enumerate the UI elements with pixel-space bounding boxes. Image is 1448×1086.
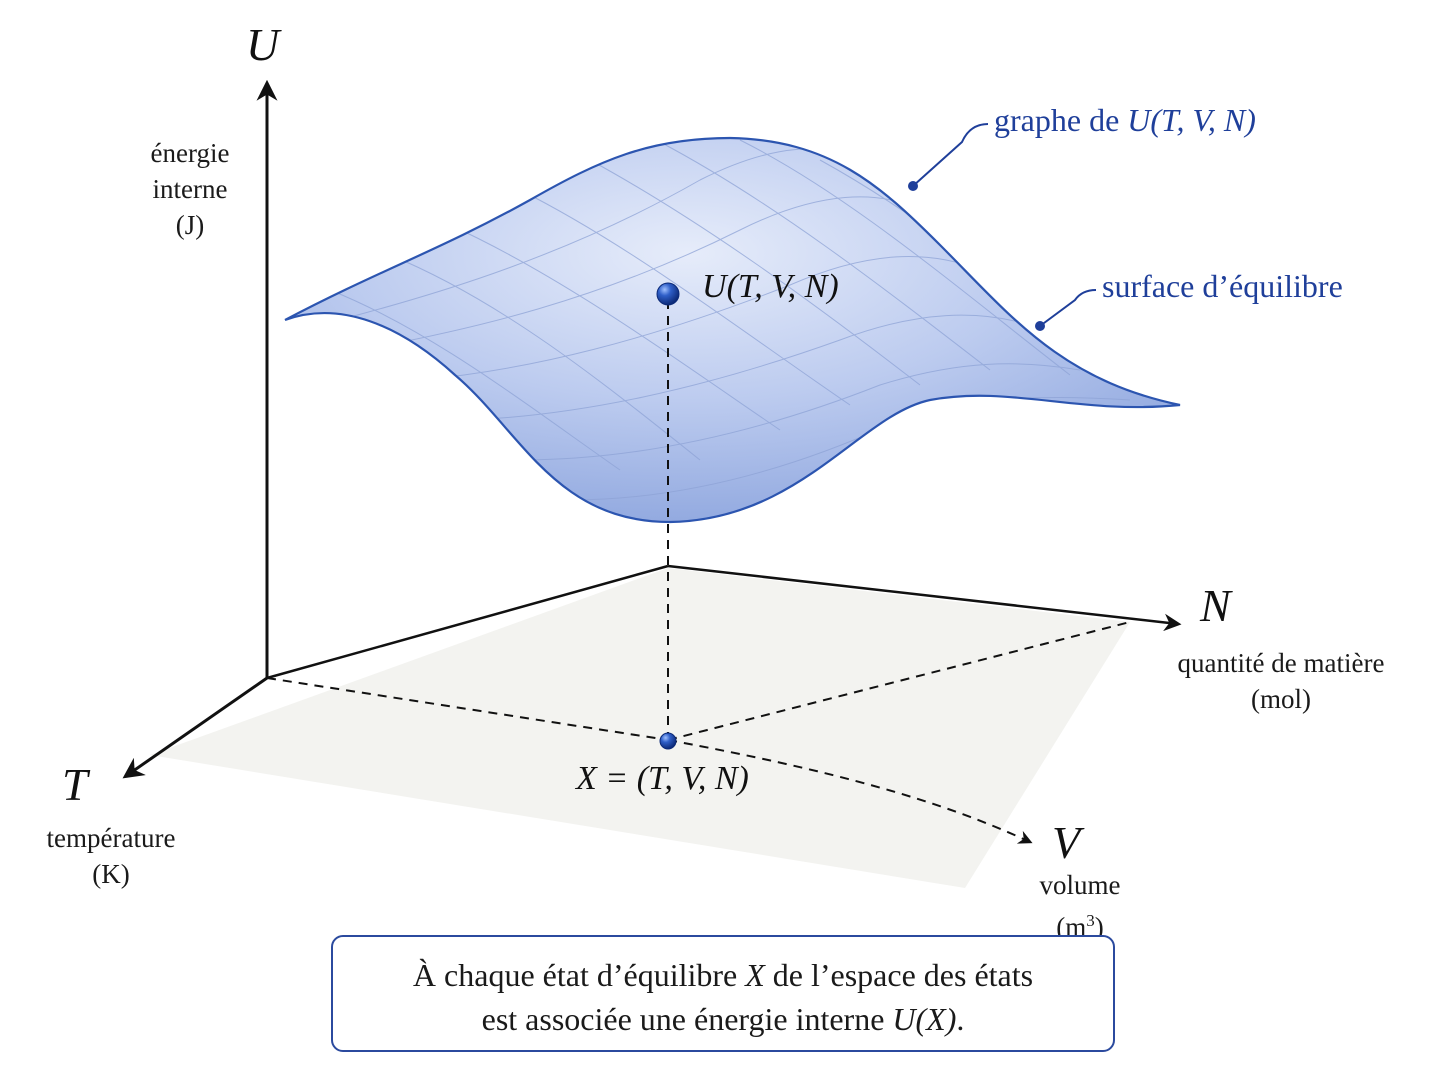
v-axis-letter: V [1052,817,1081,868]
caption-line1: À chaque état d’équilibre X de l’espace … [412,957,1034,993]
n-axis-arrow [667,564,1182,632]
upper-point-marker [656,282,680,306]
t-axis-letter: T [62,759,88,810]
surface-callout-dot [1035,321,1045,331]
t-axis-unit: (K) [92,859,130,889]
equilibrium-surface [284,136,1181,524]
t-axis-desc: température [46,823,176,853]
u-axis-letter: U [246,19,280,70]
u-axis-unit: (J) [175,210,205,240]
n-axis-letter: N [1200,580,1231,631]
caption-box: À chaque état d’équilibre X de l’espace … [331,935,1115,1052]
state-space-plane [150,568,1130,888]
t-axis [122,676,268,779]
lower-point-label: X = (T, V, N) [576,760,749,797]
lower-point-marker [659,732,677,750]
u-axis-desc-line1: énergie [150,138,230,168]
n-axis-description: quantité de matière (mol) [1146,645,1416,717]
v-axis-description: volume (m3) [1010,867,1150,945]
t-axis-description: température (K) [18,820,204,892]
graph-callout-dot [908,181,918,191]
u-axis-desc-line2: interne [152,174,228,204]
n-axis [266,564,669,680]
caption-line2: est associée une énergie interne U(X). [481,1001,965,1037]
surface-callout-line [1039,289,1097,327]
upper-point-label: U(T, V, N) [702,268,839,305]
t-projection-line [266,677,669,741]
graph-callout-line [912,123,989,187]
v-axis-desc: volume [1039,870,1121,900]
n-axis-unit: (mol) [1251,684,1311,714]
graph-annotation: graphe de U(T, V, N) [994,102,1256,138]
n-axis-desc: quantité de matière [1177,648,1385,678]
surface-annotation: surface d’équilibre [1102,268,1343,304]
v-axis [667,739,1033,844]
caption-text: À chaque état d’équilibre X de l’espace … [333,953,1113,1041]
u-axis-description: énergie interne (J) [120,135,260,243]
